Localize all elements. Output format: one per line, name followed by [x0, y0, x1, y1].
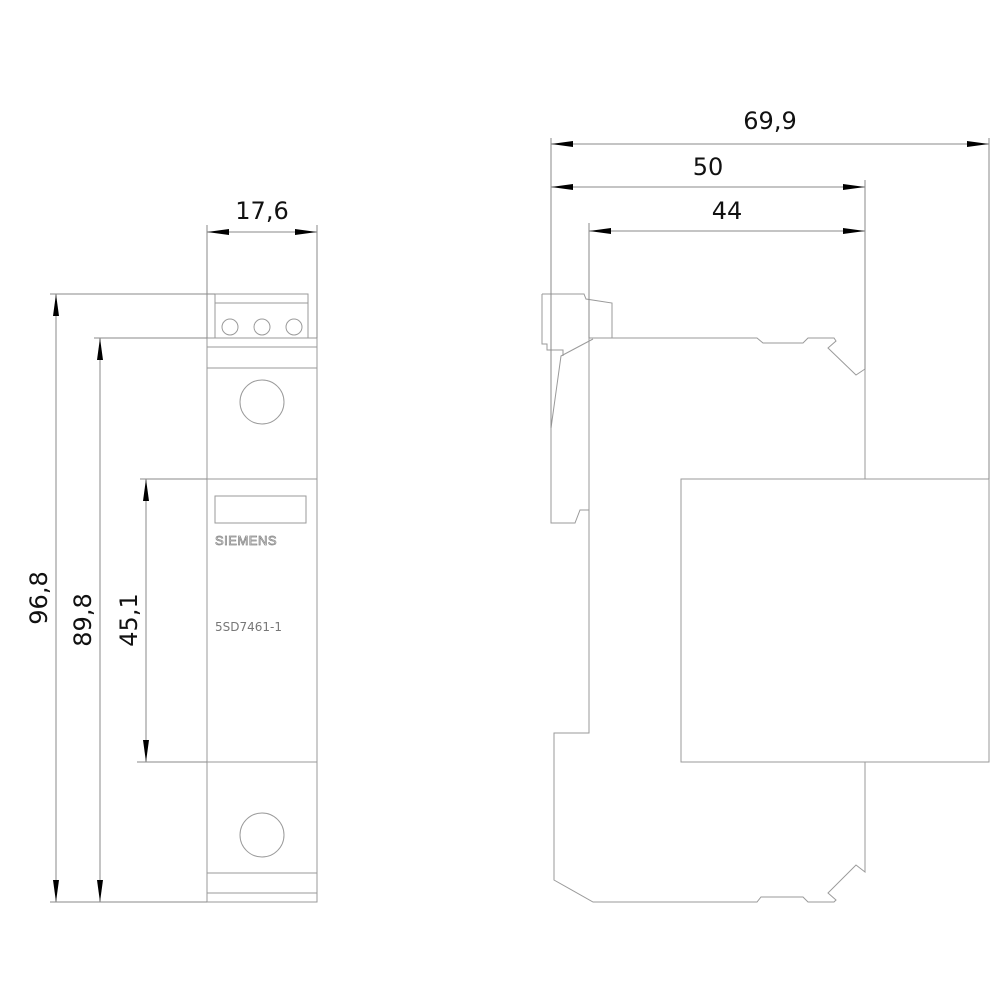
dim-width: 17,6 — [235, 197, 288, 225]
terminal-block — [214, 293, 309, 339]
siemens-logo: SIEMENS — [215, 533, 277, 548]
label-window — [214, 495, 307, 524]
front-cover — [680, 478, 990, 763]
dim-depth-from-rail: 44 — [712, 197, 743, 225]
side-dimensions: 69,9 50 44 — [550, 107, 990, 479]
front-dimensions: 17,6 96,8 89,8 45,1 — [25, 197, 318, 903]
dim-overall-depth: 69,9 — [743, 107, 796, 135]
rail-clip — [542, 293, 613, 338]
side-body-outline — [589, 337, 866, 479]
terminal-screw-2 — [253, 318, 271, 336]
dim-body-height: 89,8 — [69, 593, 97, 646]
terminal-screw-3 — [285, 318, 303, 336]
front-view: SIEMENS 5SD7461-1 — [206, 293, 318, 903]
terminal-screw-1 — [221, 318, 239, 336]
part-number: 5SD7461-1 — [215, 620, 282, 634]
dim-window-height: 45,1 — [115, 593, 143, 646]
bottom-screw-terminal — [239, 812, 285, 858]
dim-depth-to-front: 50 — [693, 153, 724, 181]
side-view — [541, 293, 990, 903]
top-screw-terminal — [239, 379, 285, 425]
dim-overall-height: 96,8 — [25, 571, 53, 624]
